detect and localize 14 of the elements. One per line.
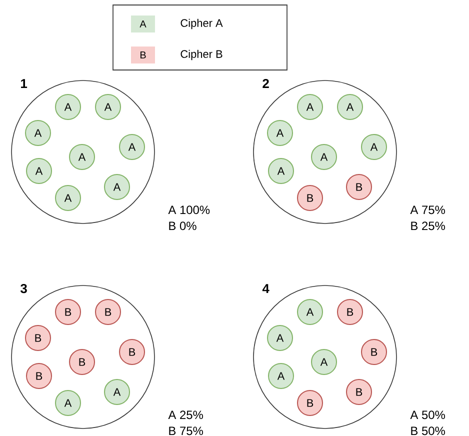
panel-number: 3 [20, 284, 27, 294]
percentage-text: B 50% [411, 426, 445, 436]
panel-number: 4 [262, 284, 270, 293]
percentage-text: A 25% [168, 410, 203, 420]
percentage-text: A 75% [410, 206, 445, 214]
percentage-text: A 100% [168, 206, 210, 214]
legend-text: Cipher B [180, 50, 222, 60]
panel-number: 1 [21, 79, 28, 88]
percentage-text: B 75% [169, 426, 203, 436]
legend-text: Cipher A [180, 18, 223, 30]
percentage-text: A 50% [410, 410, 445, 420]
panel-number: 2 [262, 78, 269, 88]
percentage-text: B 0% [169, 222, 196, 230]
percentage-text: B 25% [411, 222, 445, 230]
